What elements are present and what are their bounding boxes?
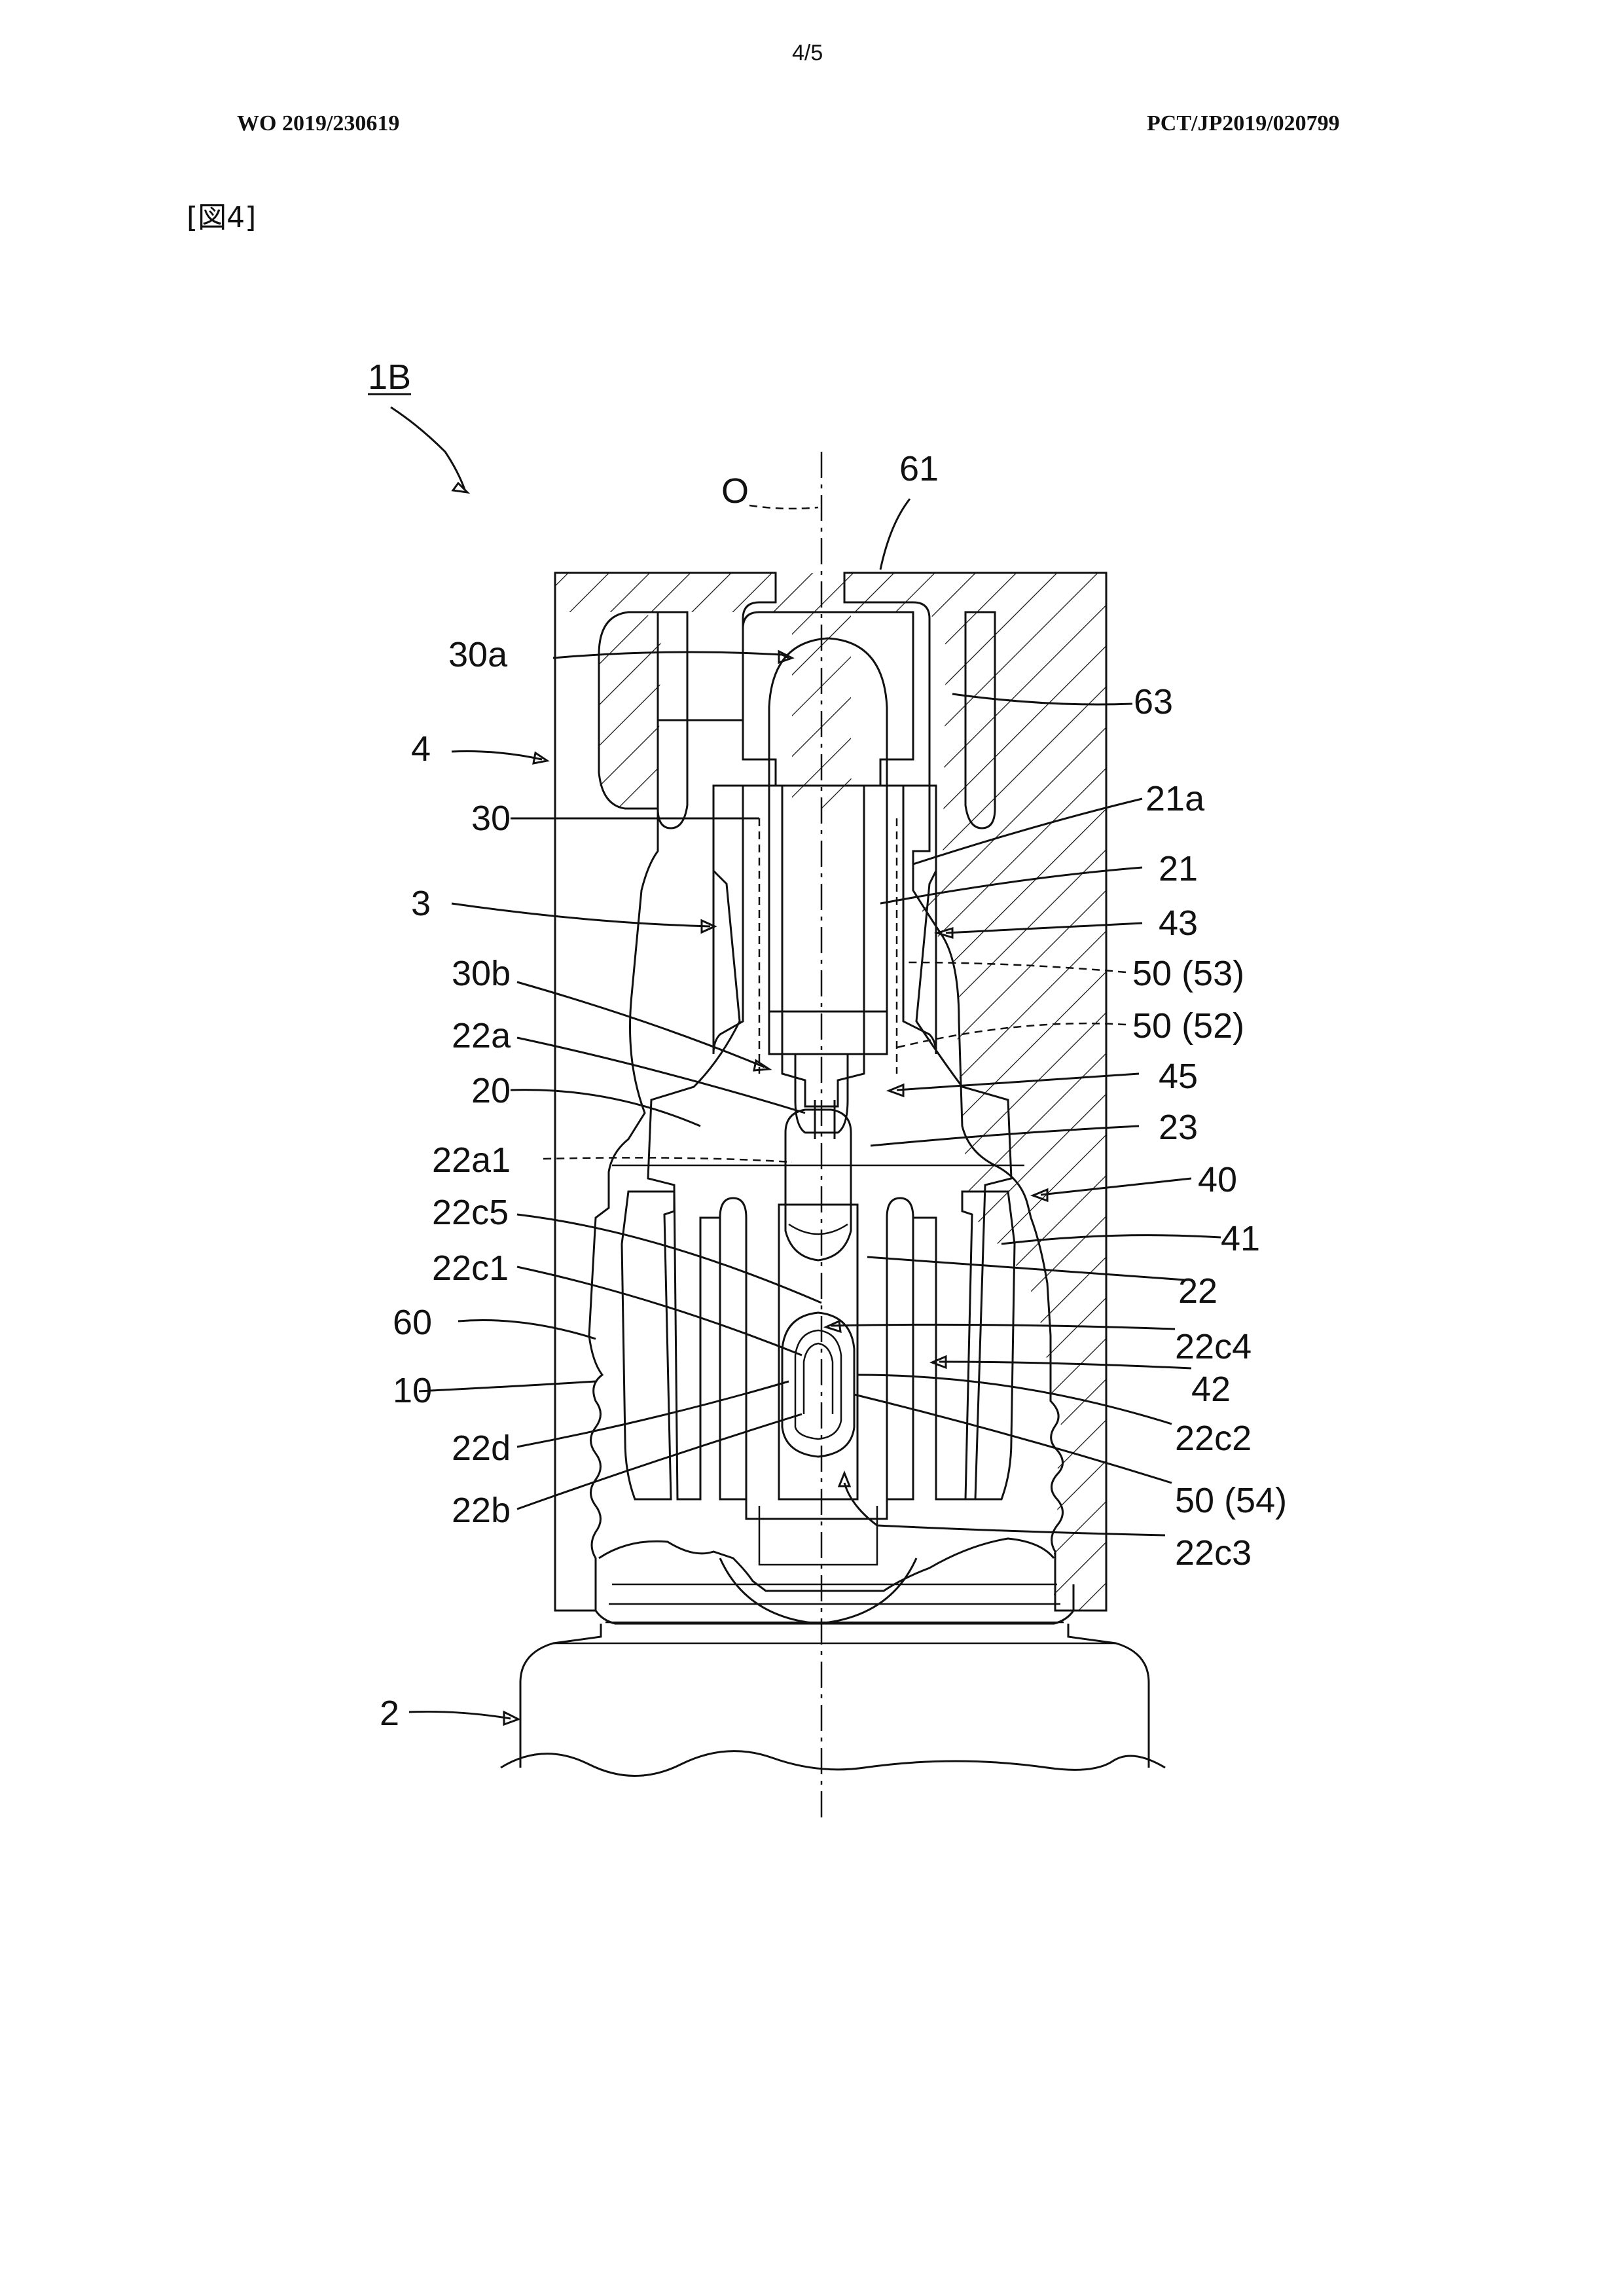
ref-22c5: 22c5 (432, 1193, 509, 1232)
ref-61: 61 (899, 449, 939, 488)
ref-22c4: 22c4 (1175, 1327, 1252, 1366)
ref-22c2: 22c2 (1175, 1419, 1252, 1458)
ref-22: 22 (1178, 1271, 1217, 1311)
ref-40: 40 (1198, 1160, 1237, 1199)
ref-41: 41 (1221, 1219, 1260, 1258)
ref-22c1: 22c1 (432, 1248, 509, 1288)
ref-50-52: 50 (52) (1132, 1006, 1244, 1046)
ref-22a: 22a (452, 1016, 511, 1055)
ref-50-53: 50 (53) (1132, 954, 1244, 993)
cap-bottom-liner (599, 1506, 1054, 1624)
ref-45: 45 (1159, 1057, 1198, 1096)
ref-60: 60 (393, 1303, 432, 1342)
ref-O: O (721, 471, 749, 511)
ref-20: 20 (471, 1071, 511, 1110)
ref-21a: 21a (1145, 779, 1205, 818)
ref-4: 4 (411, 729, 431, 769)
ref-30b: 30b (452, 954, 511, 993)
ref-22d: 22d (452, 1429, 511, 1468)
ref-43: 43 (1159, 903, 1198, 943)
ref-2: 2 (380, 1694, 399, 1733)
ref-3: 3 (411, 884, 431, 923)
seal-chamber (782, 1313, 854, 1457)
ref-22a1: 22a1 (432, 1140, 511, 1180)
ref-22b: 22b (452, 1491, 511, 1530)
tube-3 (713, 786, 936, 1054)
reference-labels: 1B O 61 30a 63 4 30 21a 21 3 43 30b 50 (… (368, 357, 1287, 1733)
ref-21: 21 (1159, 849, 1198, 888)
ref-1B: 1B (368, 357, 411, 397)
ref-42: 42 (1191, 1370, 1231, 1409)
ref-22c3: 22c3 (1175, 1533, 1252, 1573)
ref-63: 63 (1134, 682, 1173, 721)
ref-30: 30 (471, 799, 511, 838)
ref-10: 10 (393, 1371, 432, 1410)
ref-50-54: 50 (54) (1175, 1481, 1287, 1520)
container-2 (501, 1584, 1165, 1776)
ref-30a: 30a (448, 635, 508, 674)
ref-23: 23 (1159, 1108, 1198, 1147)
